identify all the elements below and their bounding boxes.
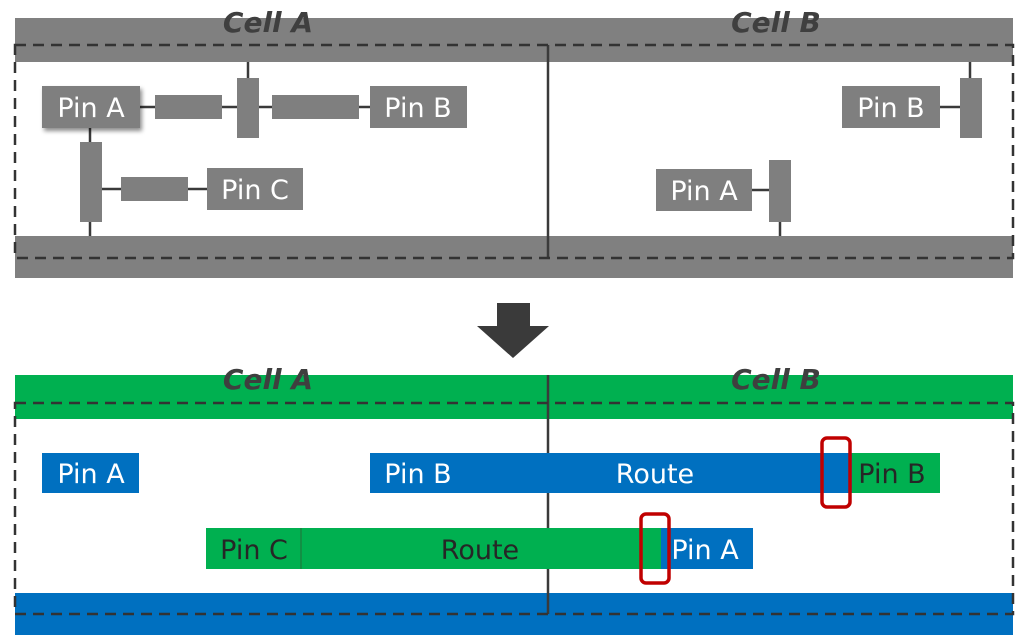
cell-a-wire-segment <box>121 177 188 201</box>
bottom-pin-c-label: Pin C <box>220 535 288 566</box>
top-cell-boundary <box>13 43 1015 260</box>
conflict-highlight-upper <box>820 436 852 509</box>
bottom-cell-b-title: Cell B <box>731 363 821 396</box>
down-arrow-icon <box>477 303 549 358</box>
bottom-pin-a-left-box <box>42 453 139 493</box>
bottom-cell-a-title: Cell A <box>223 363 313 396</box>
bottom-pin-b-left-label: Pin B <box>384 459 451 490</box>
top-cell-a-pin-b-box <box>370 86 467 128</box>
bottom-pin-a-left-label: Pin A <box>57 459 125 490</box>
bottom-rail-green <box>15 375 1013 419</box>
cell-a-via-vertical <box>80 142 102 222</box>
bottom-pin-a-right-box <box>661 528 753 569</box>
cell-a-wire-segment <box>272 95 359 119</box>
top-cell-a-pin-b-label: Pin B <box>384 93 451 124</box>
top-cell-a-pin-c-box <box>207 168 303 210</box>
cell-a-via-vertical <box>237 78 259 138</box>
top-diagram: Pin A Pin B Pin C Pin B Pin A Cell A Cel… <box>13 6 1015 278</box>
bottom-pin-b-right-label: Pin B <box>858 459 925 490</box>
bottom-pin-a-right-label: Pin A <box>671 535 739 566</box>
bottom-route-blue-label: Route <box>616 459 694 490</box>
top-cell-a-pin-c-label: Pin C <box>221 175 289 206</box>
bottom-cell-boundary <box>13 401 1015 616</box>
bottom-pin-b-right-box <box>852 453 940 493</box>
bottom-route-green-label: Route <box>441 535 519 566</box>
conflict-highlight-lower <box>639 512 671 585</box>
bottom-green-route <box>206 528 668 569</box>
top-cell-b-title: Cell B <box>731 6 821 39</box>
top-cell-a-pin-a-label: Pin A <box>57 93 125 124</box>
cell-b-via-vertical <box>960 78 982 138</box>
top-cell-b-pin-b-box <box>842 86 940 128</box>
top-cell-b-pin-a-box <box>656 169 752 211</box>
cell-b-wires <box>752 62 972 236</box>
top-cell-b-pin-b-label: Pin B <box>857 93 924 124</box>
top-cell-a-pin-a-box <box>42 86 140 128</box>
cell-b-via-vertical <box>769 160 791 222</box>
bottom-diagram: Pin A Pin B Route Pin B Pin C Route Pin … <box>13 363 1015 635</box>
cell-a-wire-segment <box>155 95 222 119</box>
bottom-blue-route <box>370 453 852 493</box>
top-cell-a-title: Cell A <box>223 6 313 39</box>
top-cell-b-pin-a-label: Pin A <box>670 176 738 207</box>
top-rail-upper <box>15 18 1013 62</box>
